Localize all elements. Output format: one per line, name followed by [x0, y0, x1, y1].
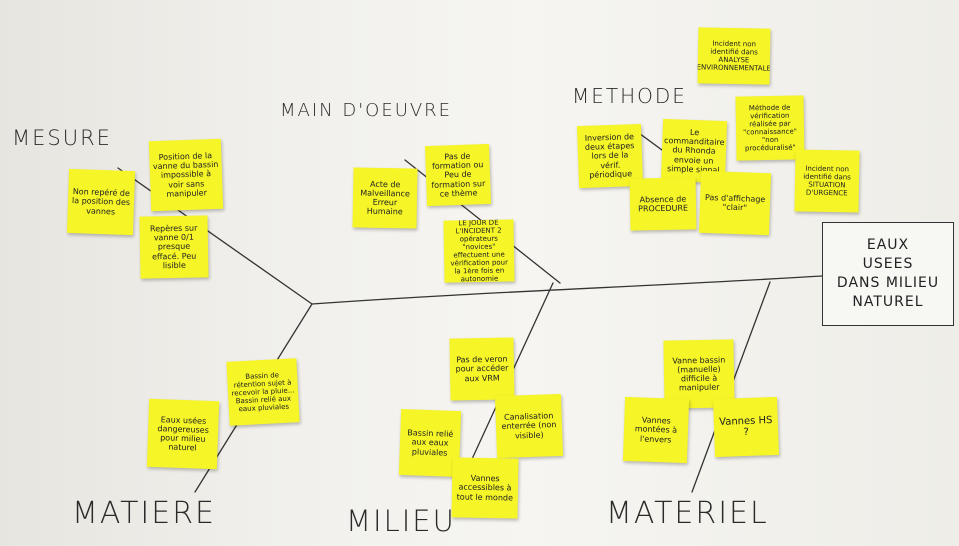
- sticky-note: Canalisation enterrée (non visible): [494, 393, 564, 459]
- sticky-note: Méthode de vérification réalisée par "co…: [735, 95, 805, 161]
- sticky-note: Incident non identifié dans ANALYSE ENVI…: [697, 27, 771, 85]
- effect-box: EAUX USEES DANS MILIEU NATUREL: [822, 222, 954, 326]
- spine-line: [311, 275, 823, 305]
- sticky-note: Repères sur vanne 0/1 presque effacé. Pe…: [139, 215, 209, 279]
- sticky-note: Pas de formation ou Peu de formation sur…: [424, 143, 492, 207]
- sticky-note: Position de la vanne du bassin impossibl…: [148, 138, 224, 212]
- effect-line-1: EAUX: [866, 237, 910, 254]
- sticky-note: Vannes accessibles à tout le monde: [451, 457, 519, 519]
- sticky-note: Acte de Malveillance Erreur Humaine: [352, 167, 418, 229]
- sticky-note: Vannes montées à l'envers: [622, 396, 690, 464]
- sticky-note: Pas d'affichage "clair": [698, 170, 772, 236]
- category-milieu: MILIEU: [346, 504, 456, 538]
- sticky-note: Vannes HS ?: [713, 396, 779, 458]
- sticky-note: Bassin de rétention sujet à recevoir la …: [226, 358, 300, 426]
- category-materiel: MATERIEL: [606, 496, 769, 531]
- sticky-note: Eaux usées dangereuses pour milieu natur…: [146, 398, 220, 470]
- category-mesure: MESURE: [12, 126, 112, 150]
- sticky-note: Absence de PROCEDURE: [629, 177, 697, 231]
- category-matiere: MATIERE: [72, 496, 217, 531]
- category-main-oeuvre: MAIN D'OEUVRE: [280, 100, 453, 121]
- effect-line-4: NATUREL: [852, 293, 924, 310]
- sticky-note: Incident non identifié dans SITUATION D'…: [794, 149, 860, 213]
- sticky-note: Non repéré de la position des vannes: [66, 168, 136, 236]
- effect-line-3: DANS MILIEU: [836, 275, 940, 291]
- sticky-note: LE JOUR DE L'INCIDENT 2 opérateurs "novi…: [443, 219, 515, 283]
- effect-line-2: USEES: [862, 256, 914, 273]
- category-methode: METHODE: [572, 84, 687, 108]
- sticky-note: Pas de veron pour accéder aux VRM: [449, 337, 515, 401]
